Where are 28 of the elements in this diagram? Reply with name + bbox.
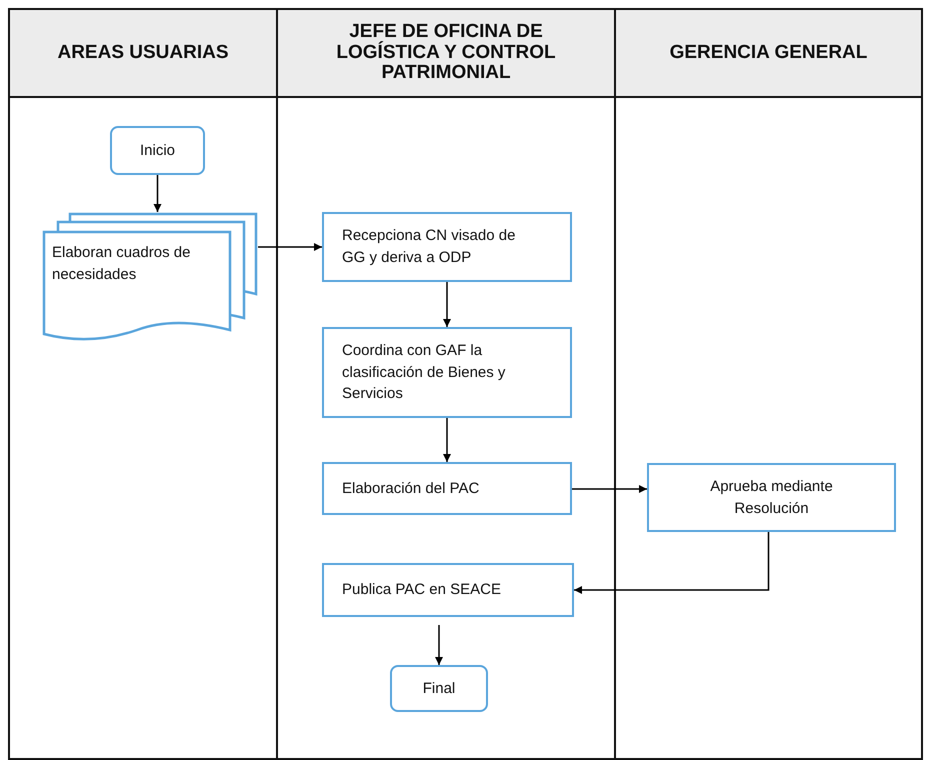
step-text: Coordina con GAF la clasificación de Bienes y Servicios bbox=[342, 340, 506, 404]
arrow bbox=[435, 625, 443, 665]
swimlane bbox=[614, 8, 923, 760]
arrow bbox=[154, 175, 162, 212]
lane-title: AREAS USUARIAS bbox=[57, 42, 229, 64]
step-text: Final bbox=[422, 678, 456, 699]
process-box bbox=[322, 462, 572, 515]
process-box bbox=[322, 212, 572, 282]
step-text: Aprueba mediante Resolución bbox=[709, 476, 834, 518]
step-text: Elaboran cuadros de necesidades bbox=[52, 243, 192, 285]
lane-title: GERENCIA GENERAL bbox=[670, 42, 868, 64]
terminal-box bbox=[390, 665, 488, 712]
step-text: Inicio bbox=[140, 140, 176, 161]
arrow bbox=[443, 418, 451, 462]
process-box bbox=[322, 327, 572, 418]
process-box bbox=[647, 463, 896, 532]
step-text: Recepciona CN visado de GG y deriva a ODP bbox=[342, 226, 516, 268]
step-text: Publica PAC en SEACE bbox=[342, 580, 501, 600]
swimlane bbox=[8, 8, 278, 760]
lane-title: JEFE DE OFICINA DE LOGÍSTICA Y CONTROL PATRIMONIAL bbox=[335, 22, 557, 84]
arrow bbox=[572, 485, 647, 493]
arrow bbox=[258, 243, 322, 251]
step-text: Elaboración del PAC bbox=[342, 478, 480, 499]
process-box bbox=[322, 563, 574, 617]
arrow bbox=[443, 282, 451, 327]
swimlane bbox=[276, 8, 616, 760]
arrow bbox=[574, 532, 770, 594]
terminal-box bbox=[110, 126, 205, 175]
